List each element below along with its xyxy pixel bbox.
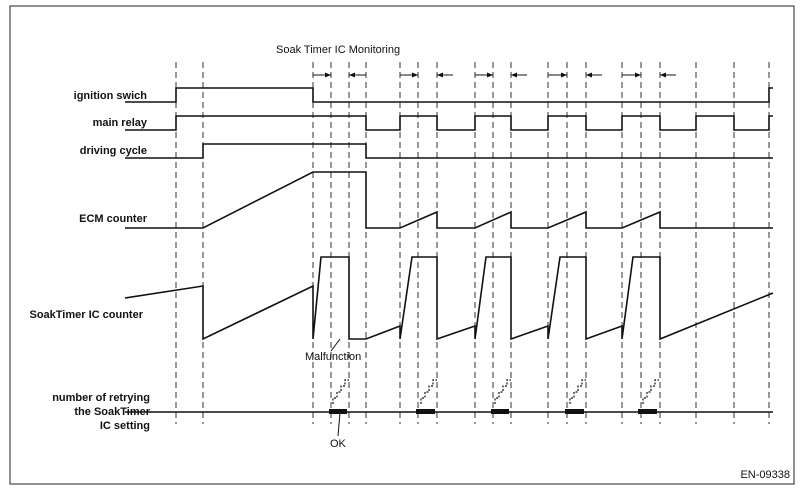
- interval-arrow-head: [349, 72, 355, 78]
- retry-markers: [329, 379, 659, 414]
- ecm-counter-label: ECM counter: [79, 213, 148, 225]
- interval-arrow-head: [412, 72, 418, 78]
- interval-arrow-head: [511, 72, 517, 78]
- retry-bar: [491, 409, 509, 414]
- retry-bar: [329, 409, 347, 414]
- retry-label-line2: the SoakTimer: [74, 406, 150, 418]
- retry-bar: [565, 409, 584, 414]
- malfunction-leader: [330, 338, 341, 352]
- figure-code: EN-09338: [740, 469, 790, 481]
- retry-bar: [638, 409, 657, 414]
- ignition-switch-label: ignition swich: [74, 90, 148, 102]
- interval-arrow-head: [561, 72, 567, 78]
- monitoring-interval-arrows: [313, 72, 676, 78]
- ecm-counter-waveform: [125, 171, 773, 229]
- main-relay-waveform: [125, 115, 773, 131]
- diagram-title: Soak Timer IC Monitoring: [276, 44, 400, 56]
- main-relay-label: main relay: [93, 117, 148, 129]
- retry-staircase: [569, 379, 586, 404]
- interval-arrow-head: [325, 72, 331, 78]
- retry-staircase: [494, 379, 511, 404]
- retry-bar: [416, 409, 435, 414]
- soak-timer-counter-label: SoakTimer IC counter: [30, 309, 144, 321]
- soak-timer-counter-waveform: [124, 256, 774, 341]
- malfunction-annotation: Malfunction: [305, 351, 361, 363]
- interval-arrow-head: [660, 72, 666, 78]
- driving-cycle-label: driving cycle: [80, 145, 147, 157]
- diagram-frame: [9, 5, 795, 485]
- ignition-switch-waveform: [125, 87, 773, 103]
- retry-label-line3: IC setting: [100, 420, 150, 432]
- interval-arrow-head: [487, 72, 493, 78]
- interval-arrow-head: [635, 72, 641, 78]
- ok-annotation: OK: [330, 438, 347, 450]
- interval-arrow-head: [586, 72, 592, 78]
- retry-label-line1: number of retrying: [52, 392, 150, 404]
- retry-staircase: [332, 379, 349, 404]
- interval-arrow-head: [437, 72, 443, 78]
- retry-staircase: [642, 379, 659, 404]
- driving-cycle-waveform: [125, 143, 773, 159]
- retry-staircase: [420, 379, 437, 404]
- ok-leader: [337, 412, 341, 437]
